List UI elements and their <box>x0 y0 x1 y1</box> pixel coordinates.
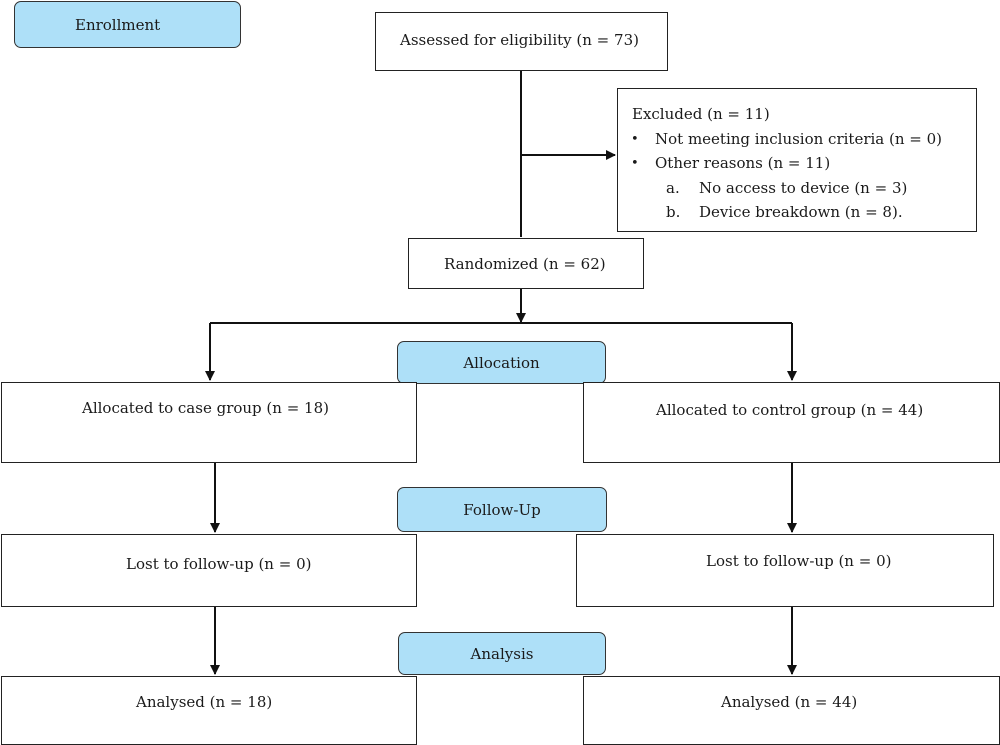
case-analysed-box: Analysed (n = 18) <box>1 676 417 745</box>
control-lost-text: Lost to follow-up (n = 0) <box>706 552 892 570</box>
excluded-item-2: Other reasons (n = 11) <box>655 154 831 172</box>
sub-marker-b: b. <box>666 203 681 221</box>
bullet-1: • <box>631 132 639 147</box>
control-analysed-text: Analysed (n = 44) <box>721 693 858 711</box>
case-lost-box: Lost to follow-up (n = 0) <box>1 534 417 607</box>
bullet-2: • <box>631 156 639 171</box>
control-analysed-box: Analysed (n = 44) <box>583 676 1000 745</box>
case-analysed-text: Analysed (n = 18) <box>136 693 273 711</box>
enrollment-label-text: Enrollment <box>75 15 161 34</box>
case-allocated-box: Allocated to case group (n = 18) <box>1 382 417 463</box>
control-lost-box: Lost to follow-up (n = 0) <box>576 534 994 607</box>
control-allocated-box: Allocated to control group (n = 44) <box>583 382 1000 463</box>
case-allocated-text: Allocated to case group (n = 18) <box>82 399 329 417</box>
assessed-box: Assessed for eligibility (n = 73) <box>375 12 668 71</box>
analysis-label-text: Analysis <box>470 644 534 663</box>
randomized-text: Randomized (n = 62) <box>444 255 606 273</box>
followup-label-text: Follow-Up <box>463 500 541 519</box>
excluded-sub-item-a: No access to device (n = 3) <box>699 179 908 197</box>
excluded-title: Excluded (n = 11) <box>632 105 770 123</box>
randomized-box: Randomized (n = 62) <box>408 238 644 289</box>
excluded-item-1: Not meeting inclusion criteria (n = 0) <box>655 130 943 148</box>
analysis-stage-label: Analysis <box>398 632 606 675</box>
followup-stage-label: Follow-Up <box>397 487 607 532</box>
allocation-label-text: Allocation <box>463 353 540 372</box>
enrollment-stage-label: Enrollment <box>14 1 241 48</box>
excluded-box: Excluded (n = 11) • Not meeting inclusio… <box>617 88 977 232</box>
control-allocated-text: Allocated to control group (n = 44) <box>656 401 924 419</box>
sub-marker-a: a. <box>666 179 680 197</box>
allocation-stage-label: Allocation <box>397 341 606 384</box>
assessed-text: Assessed for eligibility (n = 73) <box>400 31 639 49</box>
excluded-sub-item-b: Device breakdown (n = 8). <box>699 203 903 221</box>
case-lost-text: Lost to follow-up (n = 0) <box>126 555 312 573</box>
